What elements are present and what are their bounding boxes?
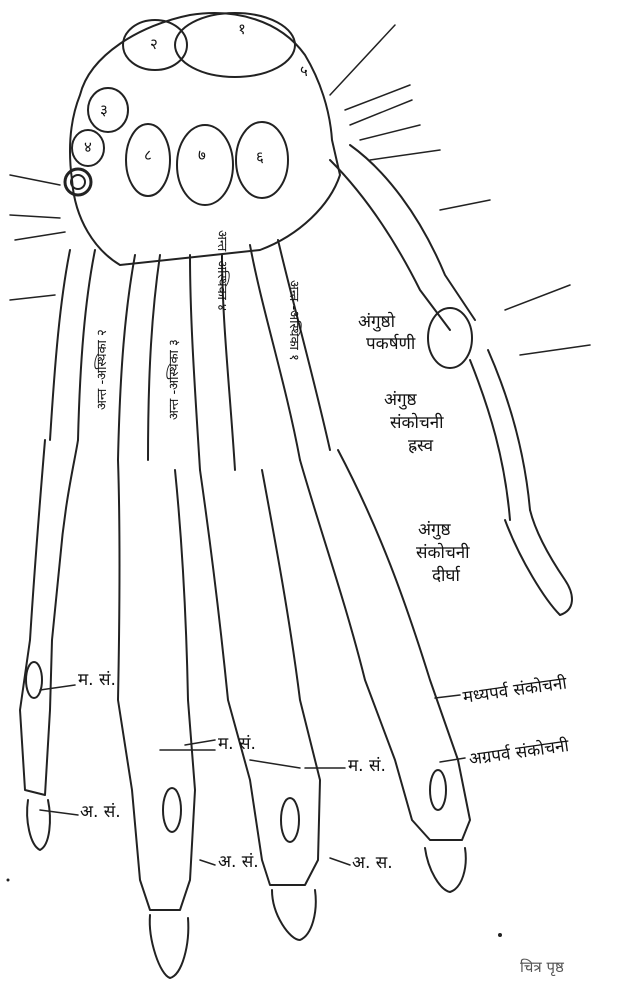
metacarpal-5 xyxy=(50,250,95,440)
carpal-number-1: १ xyxy=(238,22,246,38)
interosseous-label-2: अन्त -अस्थिका २ xyxy=(96,329,110,410)
leader-lines-right xyxy=(330,25,590,355)
thumb-distal-phalanx xyxy=(505,510,572,615)
carpal-number-2: २ xyxy=(150,37,158,53)
ring-finger-middle-label: म. सं. xyxy=(218,736,256,754)
flexor-longus-line-1: अंगुष्ठ xyxy=(418,522,451,540)
flexor-brevis-line-1: अंगुष्ठ xyxy=(384,392,417,410)
ring-finger-distal-label: अ. सं. xyxy=(218,854,259,872)
thumb-proximal-phalanx xyxy=(470,350,530,520)
little-finger-middle-label: म. सं. xyxy=(78,672,116,690)
leader-lines-left xyxy=(10,175,65,300)
metacarpal-4 xyxy=(118,255,160,460)
adductor-line-1: अंगुष्ठो xyxy=(358,314,395,332)
thumb-metacarpal xyxy=(330,145,475,330)
interosseous-label-3: अन्त -अस्थिका ३ xyxy=(168,339,182,420)
thumb-joint xyxy=(428,308,472,368)
flexor-longus-line-3: दीर्घा xyxy=(432,568,460,586)
pisiform-ring xyxy=(65,169,91,195)
carpal-bone-3 xyxy=(88,88,128,132)
little-finger xyxy=(20,440,78,795)
flexor-brevis-line-3: ह्रस्व xyxy=(408,438,433,456)
carpal-number-4: ४ xyxy=(84,140,92,156)
caption-fragment: चित्र पृष्ठ xyxy=(520,960,564,976)
carpal-bone-1 xyxy=(175,13,295,77)
carpal-number-3: ३ xyxy=(100,103,108,119)
carpal-outline xyxy=(70,13,340,265)
carpal-number-5: ५ xyxy=(300,64,308,80)
adductor-line-2: पकर्षणी xyxy=(366,336,415,354)
flexor-brevis-line-2: संकोचनी xyxy=(390,415,444,433)
middle-finger-middle-label: म. सं. xyxy=(348,758,386,776)
flexor-longus-line-2: संकोचनी xyxy=(416,545,470,563)
carpal-number-6: ६ xyxy=(256,150,264,166)
carpal-number-7: ७ xyxy=(198,148,206,164)
carpal-number-8: ८ xyxy=(144,148,152,164)
interosseous-label-1: अन्त -अस्थिका १ xyxy=(286,280,300,361)
middle-finger-distal-label: अ. स. xyxy=(352,855,393,873)
middle-finger xyxy=(200,470,320,885)
interosseous-label-4: अन्त -अस्थिका ४ xyxy=(214,230,228,311)
carpal-bone-7 xyxy=(177,125,233,205)
little-finger-sesamoid xyxy=(26,662,42,698)
ring-finger xyxy=(118,460,195,910)
little-finger-distal-label: अ. सं. xyxy=(80,804,121,822)
